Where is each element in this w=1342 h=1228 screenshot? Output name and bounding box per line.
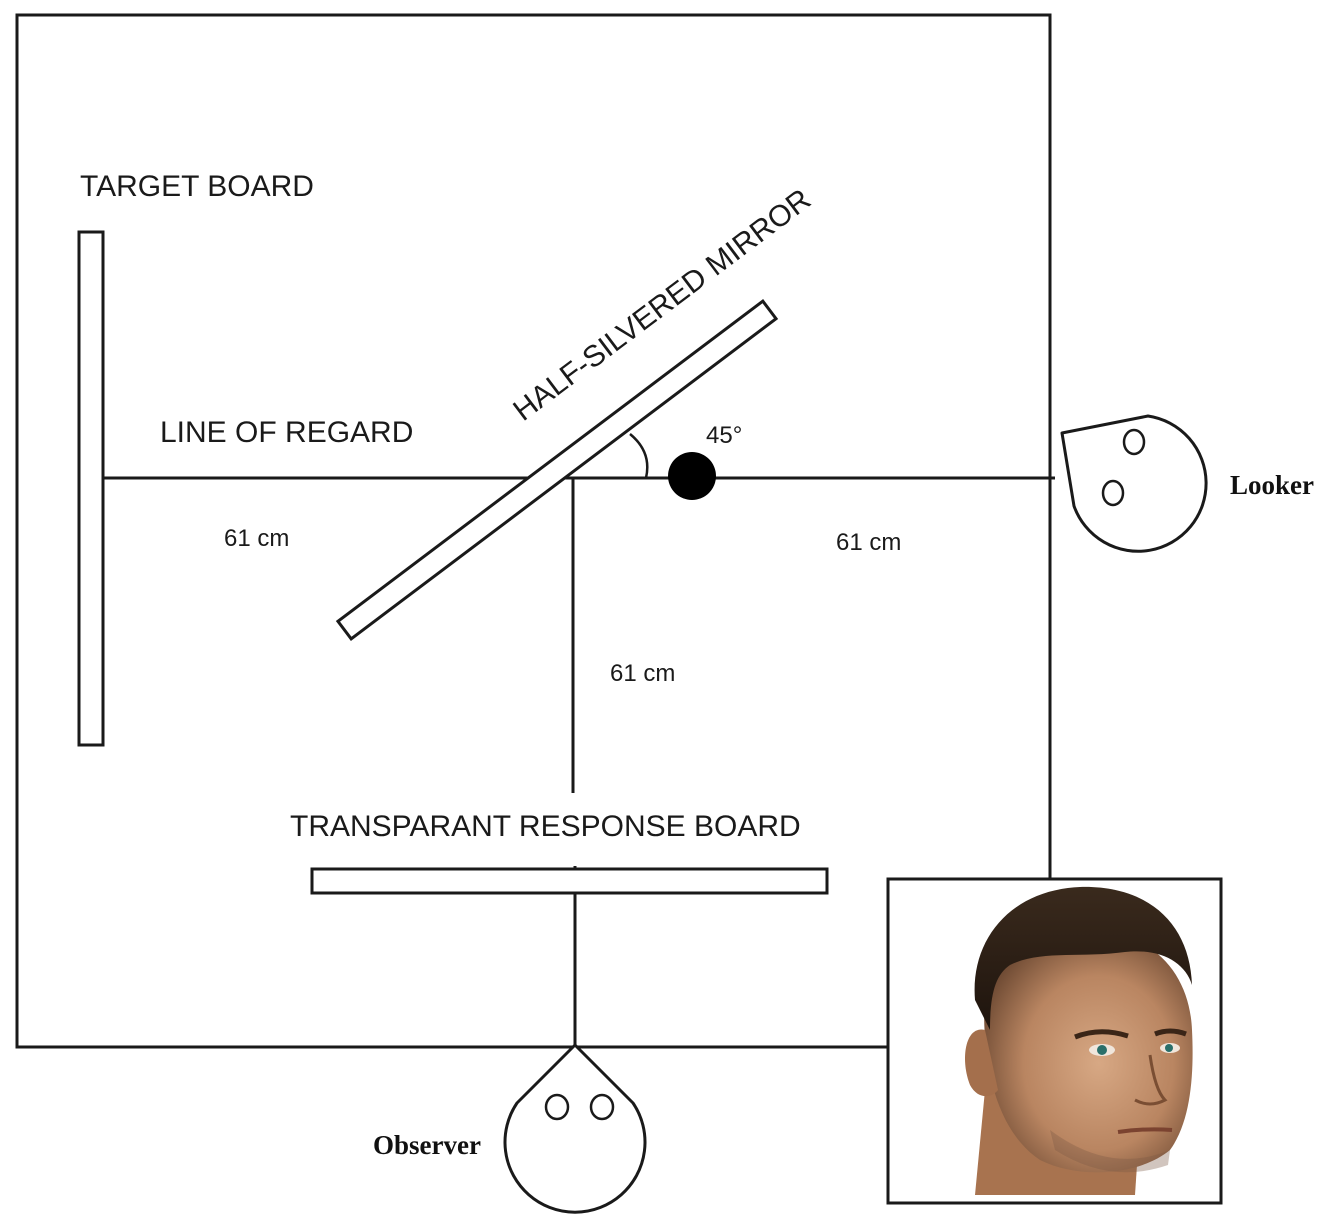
fixation-dot bbox=[668, 452, 716, 500]
angle-arc bbox=[629, 433, 649, 479]
target-board bbox=[77, 230, 105, 747]
target-board-label: TARGET BOARD bbox=[80, 170, 314, 203]
line-of-regard-label: LINE OF REGARD bbox=[160, 416, 413, 449]
room-outline bbox=[15, 13, 1052, 1049]
angle-label: 45° bbox=[706, 422, 742, 449]
response-board-label: TRANSPARANT RESPONSE BOARD bbox=[290, 810, 801, 843]
distance-label-right: 61 cm bbox=[836, 529, 901, 556]
half-silvered-mirror bbox=[335, 299, 779, 641]
looker-head-icon bbox=[1060, 414, 1208, 553]
face-portrait-icon bbox=[965, 886, 1193, 1195]
observer-label: Observer bbox=[373, 1130, 481, 1160]
distance-label-left: 61 cm bbox=[224, 525, 289, 552]
observer-head-icon bbox=[503, 1043, 647, 1214]
response-board bbox=[310, 867, 829, 895]
distance-label-down: 61 cm bbox=[610, 660, 675, 687]
face-inset bbox=[886, 877, 1223, 1205]
looker-label: Looker bbox=[1230, 470, 1314, 500]
